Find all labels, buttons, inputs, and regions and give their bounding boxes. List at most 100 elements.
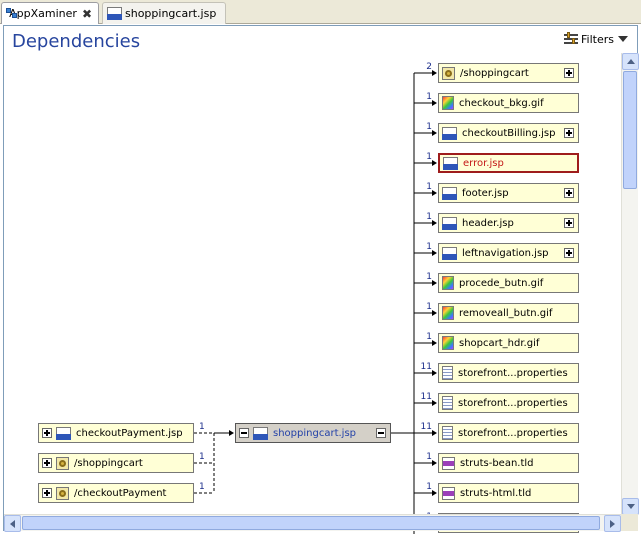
node-label: struts-bean.tld [460, 457, 534, 469]
vertical-scroll-thumb[interactable] [623, 71, 637, 189]
dependency-node[interactable]: struts-bean.tld [438, 453, 579, 473]
edge-count: 1 [199, 482, 205, 492]
edge-count: 1 [426, 92, 432, 102]
dependency-node[interactable]: checkoutBilling.jsp [438, 123, 579, 143]
arrow-right-icon [610, 519, 615, 528]
edge-count: 2 [426, 62, 432, 72]
node-label: storefront...properties [458, 397, 568, 409]
edge-arrowhead [432, 160, 437, 166]
dependency-node[interactable]: removeall_butn.gif [438, 303, 579, 323]
tld-file-icon [442, 486, 455, 500]
node-label: /shoppingcart [460, 67, 529, 79]
dependency-node[interactable]: procede_butn.gif [438, 273, 579, 293]
jsp-file-icon [107, 7, 122, 20]
expand-node-icon[interactable] [564, 248, 574, 258]
action-mapping-icon [56, 486, 69, 500]
properties-file-icon [442, 426, 453, 440]
filters-button[interactable]: Filters [564, 32, 628, 46]
tab-appxaminer[interactable]: AppXaminer ✖ [1, 2, 99, 24]
edge-count: 1 [426, 452, 432, 462]
dependency-node[interactable]: error.jsp [438, 153, 579, 173]
edge-arrowhead [432, 70, 437, 76]
referencing-node[interactable]: /checkoutPayment [38, 483, 194, 503]
jsp-file-icon [442, 246, 457, 260]
scroll-down-button[interactable] [622, 498, 639, 515]
node-label: struts-html.tld [460, 487, 532, 499]
gif-image-icon [442, 276, 454, 290]
expand-node-icon[interactable] [42, 488, 52, 498]
edge-count: 1 [199, 422, 205, 432]
edge-count: 1 [426, 182, 432, 192]
jsp-file-icon [443, 156, 458, 170]
collapse-node-icon[interactable] [239, 428, 249, 438]
edge-arrowhead [432, 490, 437, 496]
focus-node[interactable]: shoppingcart.jsp [235, 423, 391, 443]
scroll-right-button[interactable] [604, 515, 621, 532]
edge-count: 1 [426, 152, 432, 162]
expand-node-icon[interactable] [42, 458, 52, 468]
expand-node-icon[interactable] [564, 68, 574, 78]
properties-file-icon [442, 396, 453, 410]
dependency-node[interactable]: storefront...properties [438, 423, 579, 443]
expand-node-icon[interactable] [564, 128, 574, 138]
close-tab-icon[interactable]: ✖ [81, 6, 92, 21]
edge-count: 11 [421, 392, 432, 402]
expand-node-icon[interactable] [564, 188, 574, 198]
edge-arrowhead [432, 310, 437, 316]
edge-arrowhead [432, 100, 437, 106]
vertical-scrollbar[interactable] [621, 53, 639, 515]
node-label: error.jsp [463, 157, 504, 169]
node-label: shopcart_hdr.gif [459, 337, 540, 349]
dependency-node[interactable]: storefront...properties [438, 363, 579, 383]
dependency-node[interactable]: leftnavigation.jsp [438, 243, 579, 263]
node-label: procede_butn.gif [459, 277, 544, 289]
jsp-file-icon [442, 126, 457, 140]
edge-arrowhead [432, 430, 437, 436]
dependency-node[interactable]: shopcart_hdr.gif [438, 333, 579, 353]
node-label: shoppingcart.jsp [273, 427, 356, 439]
edge-count: 11 [421, 422, 432, 432]
edge-arrowhead [432, 370, 437, 376]
collapse-node-icon[interactable] [376, 428, 386, 438]
node-label: /shoppingcart [74, 457, 143, 469]
dependency-node[interactable]: header.jsp [438, 213, 579, 233]
dependency-node[interactable]: struts-html.tld [438, 483, 579, 503]
node-label: footer.jsp [462, 187, 509, 199]
editor-tab-bar: AppXaminer ✖ shoppingcart.jsp [0, 0, 641, 24]
edge-arrowhead [432, 400, 437, 406]
node-label: checkoutPayment.jsp [76, 427, 183, 439]
node-label: checkout_bkg.gif [459, 97, 544, 109]
gif-image-icon [442, 96, 454, 110]
tld-file-icon [442, 456, 455, 470]
tab-shoppingcart-jsp[interactable]: shoppingcart.jsp [102, 2, 226, 24]
scroll-left-button[interactable] [4, 515, 21, 532]
action-mapping-icon [56, 456, 69, 470]
expand-node-icon[interactable] [42, 428, 52, 438]
jsp-file-icon [253, 426, 268, 440]
horizontal-scrollbar[interactable] [4, 514, 621, 532]
action-mapping-icon [442, 66, 455, 80]
edge-count: 1 [426, 272, 432, 282]
dependencies-view: 2111111111111111111111 /shoppingcartchec… [3, 25, 639, 534]
edge-arrowhead [432, 130, 437, 136]
edge-arrowhead [432, 280, 437, 286]
dependency-node[interactable]: /shoppingcart [438, 63, 579, 83]
edge-count: 1 [426, 212, 432, 222]
referencing-node[interactable]: checkoutPayment.jsp [38, 423, 194, 443]
node-label: storefront...properties [458, 367, 568, 379]
horizontal-scroll-thumb[interactable] [22, 516, 600, 530]
referencing-node[interactable]: /shoppingcart [38, 453, 194, 473]
dependency-node[interactable]: checkout_bkg.gif [438, 93, 579, 113]
dependency-node[interactable]: footer.jsp [438, 183, 579, 203]
filter-icon [564, 32, 578, 46]
expand-node-icon[interactable] [564, 218, 574, 228]
dependency-node[interactable]: storefront...properties [438, 393, 579, 413]
jsp-file-icon [442, 216, 457, 230]
dependency-edges: 2111111111111111111111 [194, 62, 437, 534]
chevron-down-icon [617, 36, 628, 42]
tab-label: AppXaminer [9, 7, 77, 20]
node-label: storefront...properties [458, 427, 568, 439]
scroll-up-button[interactable] [622, 53, 639, 70]
edge-arrowhead [432, 190, 437, 196]
